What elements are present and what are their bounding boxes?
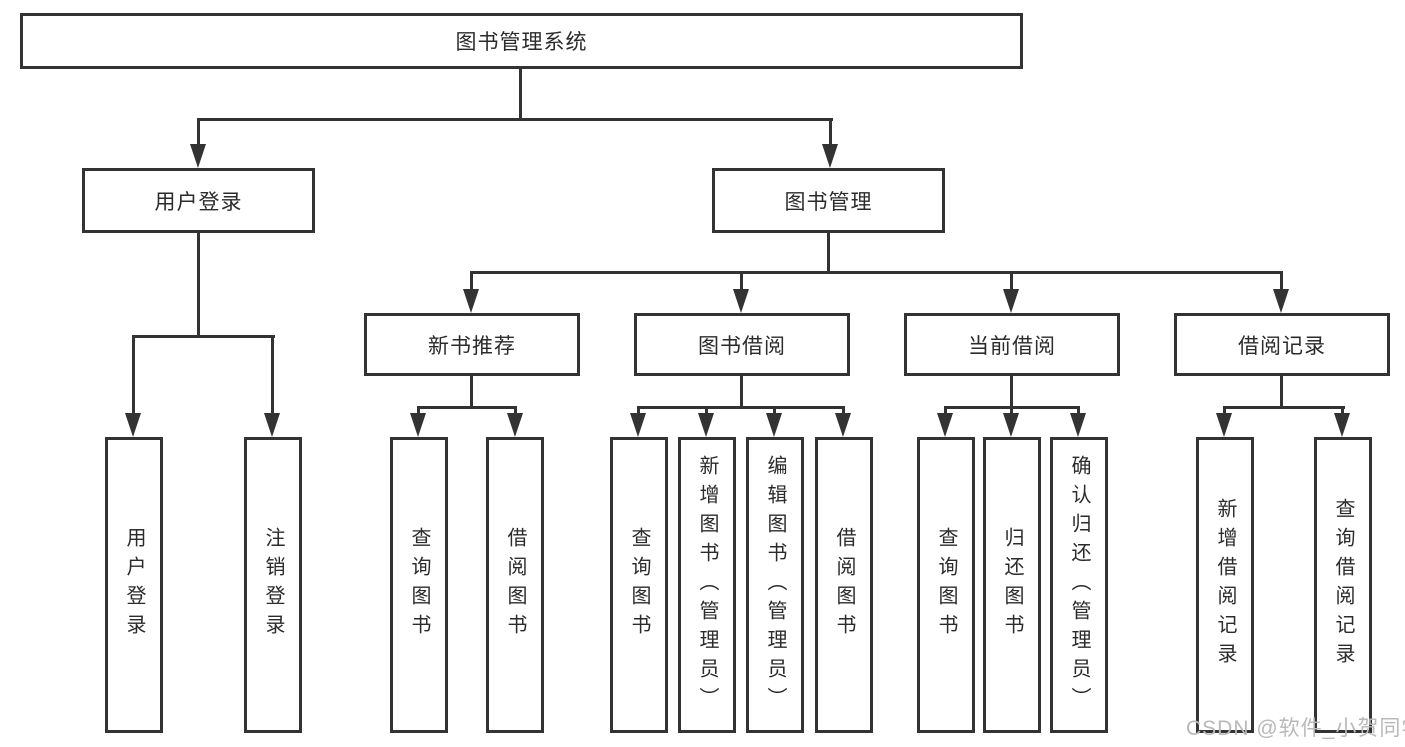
node-new-book-recommend: 新书推荐 <box>364 313 580 376</box>
down-arrow-icon <box>1216 413 1232 437</box>
connector-book-borrow-down <box>740 376 743 406</box>
leaf-edit-books-admin: 编辑图书（管理员） <box>746 437 804 733</box>
connector-user-login-bar <box>132 335 275 338</box>
connector-leaf-stem <box>944 406 947 415</box>
leaf-query-borrow-record: 查询借阅记录 <box>1314 437 1372 733</box>
down-arrow-icon <box>822 144 838 168</box>
connector-leaf-stem <box>637 406 640 415</box>
leaf-query-books: 查询图书 <box>390 437 448 733</box>
connector-borrow-records-down <box>1280 376 1283 406</box>
connector-level3-stem <box>1280 271 1283 291</box>
connector-root-bar <box>197 118 833 121</box>
connector-leaf-stem <box>271 335 274 415</box>
leaf-return-books: 归还图书 <box>983 437 1041 733</box>
leaf-query-books: 查询图书 <box>917 437 975 733</box>
leaf-add-borrow-record: 新增借阅记录 <box>1196 437 1254 733</box>
connector-book-borrow-bar <box>637 406 845 409</box>
down-arrow-icon <box>1273 289 1289 313</box>
connector-book-mgmt-bar <box>470 271 1283 274</box>
leaf-logout: 注销登录 <box>244 437 302 733</box>
csdn-watermark: CSDN @软件_小贺同学 <box>1186 717 1405 740</box>
node-book-management: 图书管理 <box>712 168 945 233</box>
connector-leaf-stem <box>417 406 420 415</box>
down-arrow-icon <box>1003 289 1019 313</box>
leaf-add-books-admin: 新增图书（管理员） <box>678 437 736 733</box>
node-borrow-records: 借阅记录 <box>1174 313 1390 376</box>
node-root-library-system: 图书管理系统 <box>20 13 1023 69</box>
down-arrow-icon <box>410 413 426 437</box>
connector-user-login-down <box>197 233 200 335</box>
leaf-borrow-books: 借阅图书 <box>486 437 544 733</box>
connector-book-mgmt-stem <box>829 118 832 146</box>
down-arrow-icon <box>698 413 714 437</box>
down-arrow-icon <box>630 413 646 437</box>
node-current-borrow: 当前借阅 <box>904 313 1120 376</box>
down-arrow-icon <box>1003 413 1019 437</box>
leaf-borrow-books: 借阅图书 <box>815 437 873 733</box>
down-arrow-icon <box>463 289 479 313</box>
connector-leaf-stem <box>1223 406 1226 415</box>
leaf-user-login: 用户登录 <box>105 437 163 733</box>
connector-new-books-bar <box>417 406 517 409</box>
connector-level3-stem <box>470 271 473 291</box>
down-arrow-icon <box>125 413 141 437</box>
down-arrow-icon <box>766 413 782 437</box>
connector-user-login-stem <box>197 118 200 146</box>
connector-current-borrow-down <box>1010 376 1013 406</box>
leaf-confirm-return-admin: 确认归还（管理员） <box>1050 437 1108 733</box>
connector-level3-stem <box>740 271 743 291</box>
node-book-borrow: 图书借阅 <box>634 313 850 376</box>
node-user-login: 用户登录 <box>82 168 315 233</box>
down-arrow-icon <box>1070 413 1086 437</box>
connector-leaf-stem <box>842 406 845 415</box>
down-arrow-icon <box>1334 413 1350 437</box>
connector-level3-stem <box>1010 271 1013 291</box>
connector-root-stem <box>519 69 522 118</box>
connector-leaf-stem <box>705 406 708 415</box>
connector-leaf-stem <box>1341 406 1344 415</box>
down-arrow-icon <box>190 144 206 168</box>
connector-leaf-stem <box>132 335 135 415</box>
connector-leaf-stem <box>514 406 517 415</box>
connector-book-mgmt-down <box>827 233 830 271</box>
connector-leaf-stem <box>773 406 776 415</box>
down-arrow-icon <box>835 413 851 437</box>
connector-borrow-records-bar <box>1223 406 1345 409</box>
leaf-query-books: 查询图书 <box>610 437 668 733</box>
down-arrow-icon <box>733 289 749 313</box>
connector-new-books-down <box>470 376 473 406</box>
connector-leaf-stem <box>1010 406 1013 415</box>
connector-leaf-stem <box>1077 406 1080 415</box>
down-arrow-icon <box>264 413 280 437</box>
down-arrow-icon <box>507 413 523 437</box>
down-arrow-icon <box>937 413 953 437</box>
